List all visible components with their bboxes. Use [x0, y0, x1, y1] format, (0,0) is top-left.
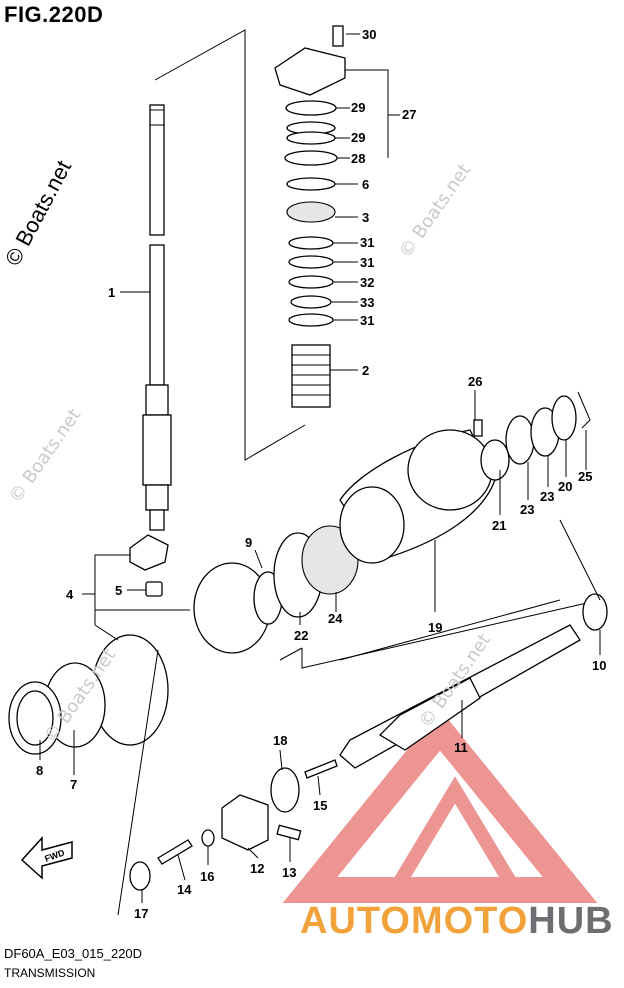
fwd-arrow-icon	[20, 836, 73, 880]
callout-20: 20	[558, 479, 572, 494]
callout-5: 5	[115, 583, 122, 598]
callout-31-c: 31	[360, 313, 374, 328]
top-part-stack	[274, 25, 346, 408]
callout-2: 2	[362, 363, 369, 378]
callout-labels: 30 29 27 29 28 6 3 31 31 32 33 31 2 1 4 …	[36, 27, 606, 921]
callout-29-a: 29	[351, 100, 365, 115]
callout-17: 17	[134, 906, 148, 921]
callout-13: 13	[282, 865, 296, 880]
leader-lines	[39, 33, 601, 916]
callout-7: 7	[70, 777, 77, 792]
callout-8: 8	[36, 763, 43, 778]
callout-4: 4	[66, 587, 74, 602]
figure-code: DF60A_E03_015_220D	[4, 946, 143, 961]
callout-6: 6	[362, 177, 369, 192]
callout-3: 3	[362, 210, 369, 225]
callout-10: 10	[592, 658, 606, 673]
callout-18: 18	[273, 733, 287, 748]
callout-22: 22	[294, 628, 308, 643]
callout-33: 33	[360, 295, 374, 310]
callout-1: 1	[108, 285, 115, 300]
callout-21: 21	[492, 518, 506, 533]
callout-31-b: 31	[360, 255, 374, 270]
callout-24: 24	[328, 611, 343, 626]
drive-shaft	[142, 104, 172, 531]
callout-25: 25	[578, 469, 592, 484]
callout-27: 27	[402, 107, 416, 122]
clutch-dog-assembly	[129, 759, 338, 891]
brand-wordmark: AUTOMOTOHUB	[300, 900, 614, 943]
callout-15: 15	[313, 798, 327, 813]
figure-section: TRANSMISSION	[4, 966, 96, 980]
right-part-stack	[480, 391, 591, 481]
frame-line	[154, 29, 306, 461]
callout-23-a: 23	[520, 502, 534, 517]
callout-29-b: 29	[351, 130, 365, 145]
callout-26: 26	[468, 374, 482, 389]
pinion-gear	[129, 534, 169, 597]
callout-28: 28	[351, 151, 365, 166]
callout-30: 30	[362, 27, 376, 42]
brand-part1: AUTOMOTO	[300, 900, 529, 942]
callout-11: 11	[454, 740, 468, 755]
callout-14: 14	[177, 882, 192, 897]
callout-23-b: 23	[540, 489, 554, 504]
frame-line-bottom	[301, 599, 601, 669]
callout-31-a: 31	[360, 235, 374, 250]
propeller-shaft	[339, 593, 608, 769]
brand-logo-icon	[282, 709, 598, 903]
callout-32: 32	[360, 275, 374, 290]
callout-16: 16	[200, 869, 214, 884]
brand-part2: HUB	[528, 900, 614, 942]
figure-title: FIG.220D	[4, 2, 104, 27]
reverse-gear-assembly	[193, 525, 359, 654]
callout-19: 19	[428, 620, 442, 635]
forward-gear-assembly	[8, 634, 169, 755]
gear-housing	[339, 419, 496, 564]
callout-9: 9	[245, 535, 252, 550]
callout-12: 12	[250, 861, 264, 876]
